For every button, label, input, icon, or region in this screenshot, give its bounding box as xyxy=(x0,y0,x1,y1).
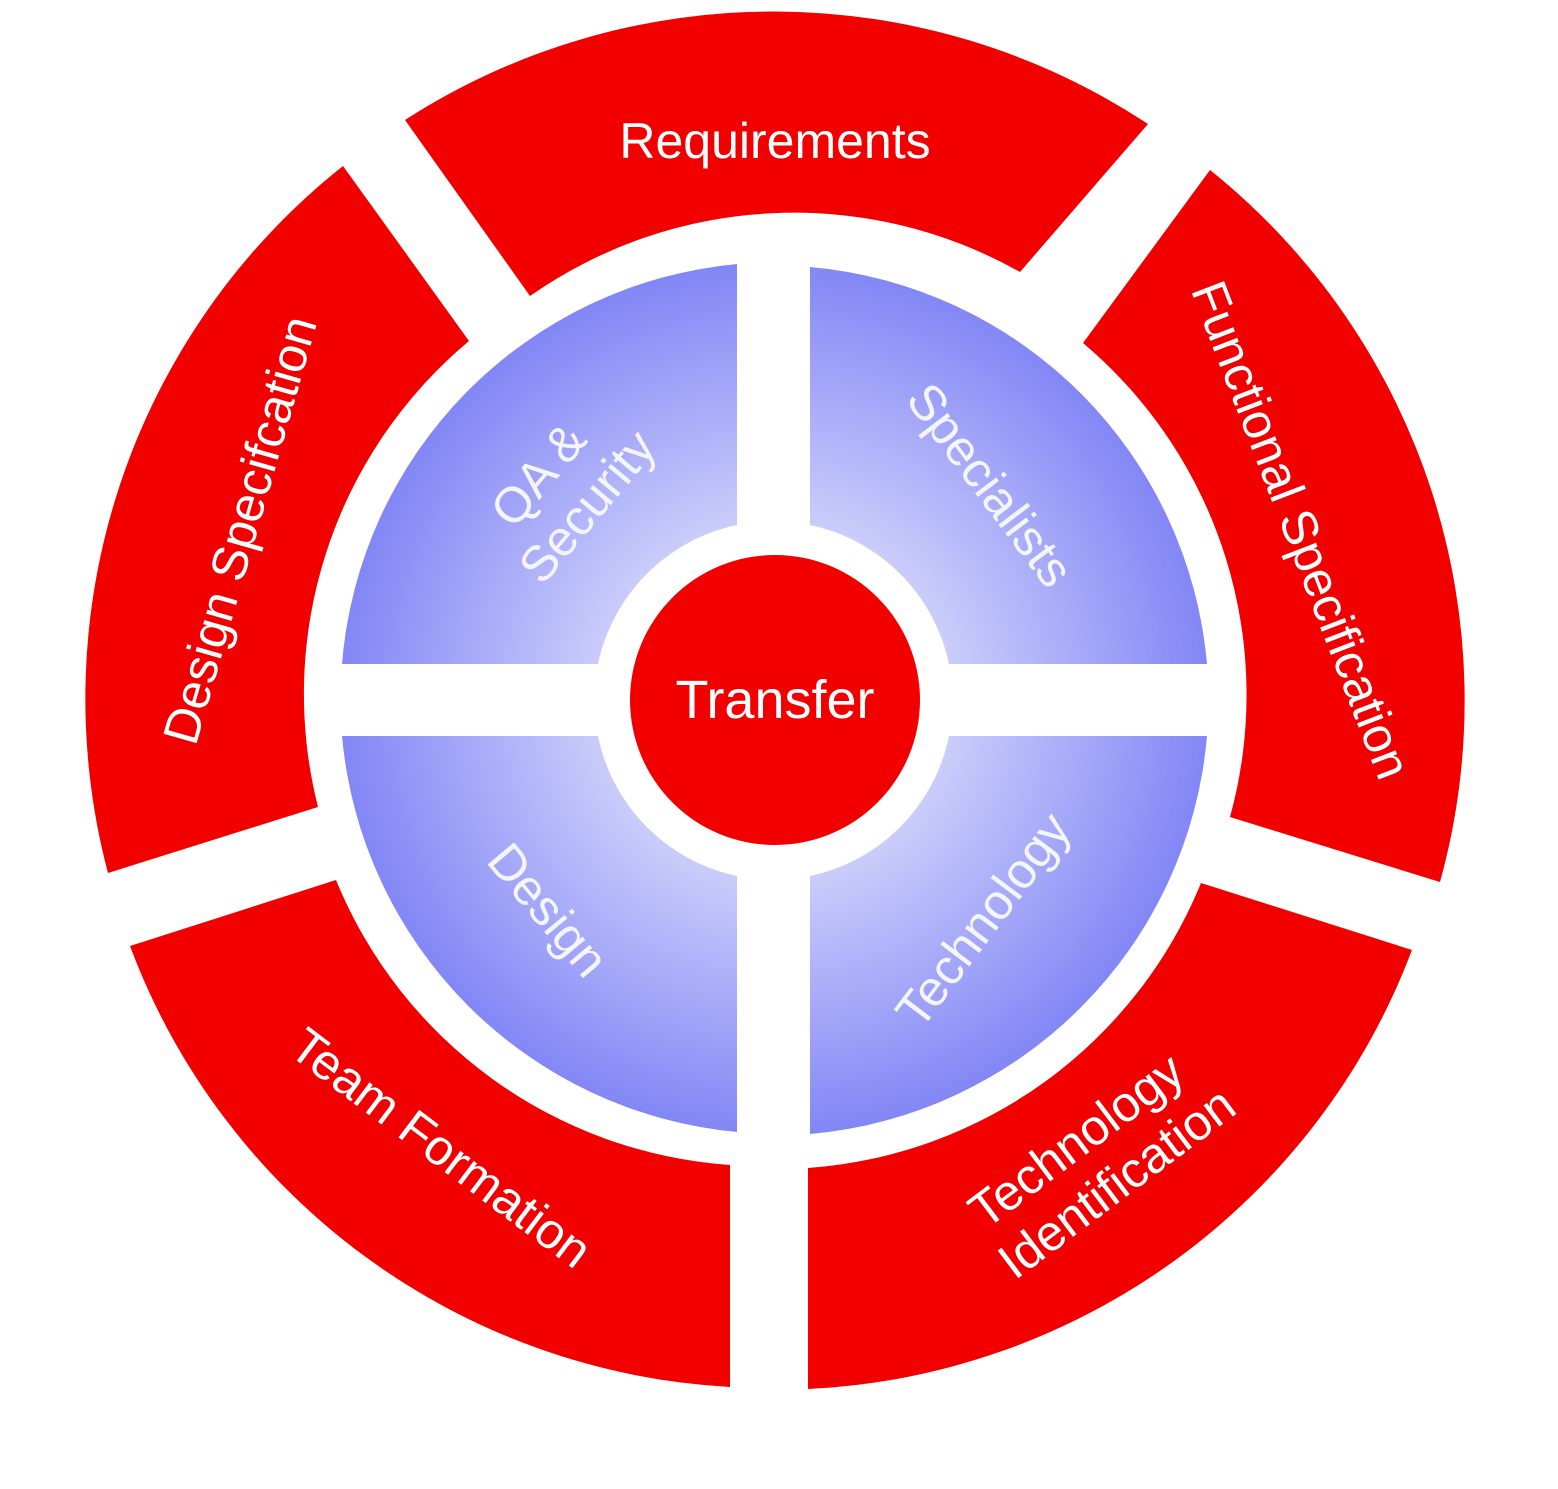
segment-requirements[interactable] xyxy=(405,11,1148,296)
outer-ring xyxy=(85,11,1465,1389)
quadrant-specialists[interactable] xyxy=(810,267,1207,664)
label-transfer: Transfer xyxy=(675,670,874,730)
quadrant-qa-security[interactable] xyxy=(342,264,737,664)
quadrant-technology[interactable] xyxy=(810,736,1207,1134)
quadrant-design[interactable] xyxy=(342,736,737,1132)
segment-functional-specification[interactable] xyxy=(1083,170,1465,882)
segment-technology-identification[interactable] xyxy=(808,883,1412,1389)
center-transfer-circle[interactable] xyxy=(630,555,920,845)
label-requirements: Requirements xyxy=(619,113,930,169)
segment-design-specification[interactable] xyxy=(85,166,469,873)
segment-team-formation[interactable] xyxy=(130,880,730,1387)
inner-quadrants xyxy=(342,264,1207,1134)
